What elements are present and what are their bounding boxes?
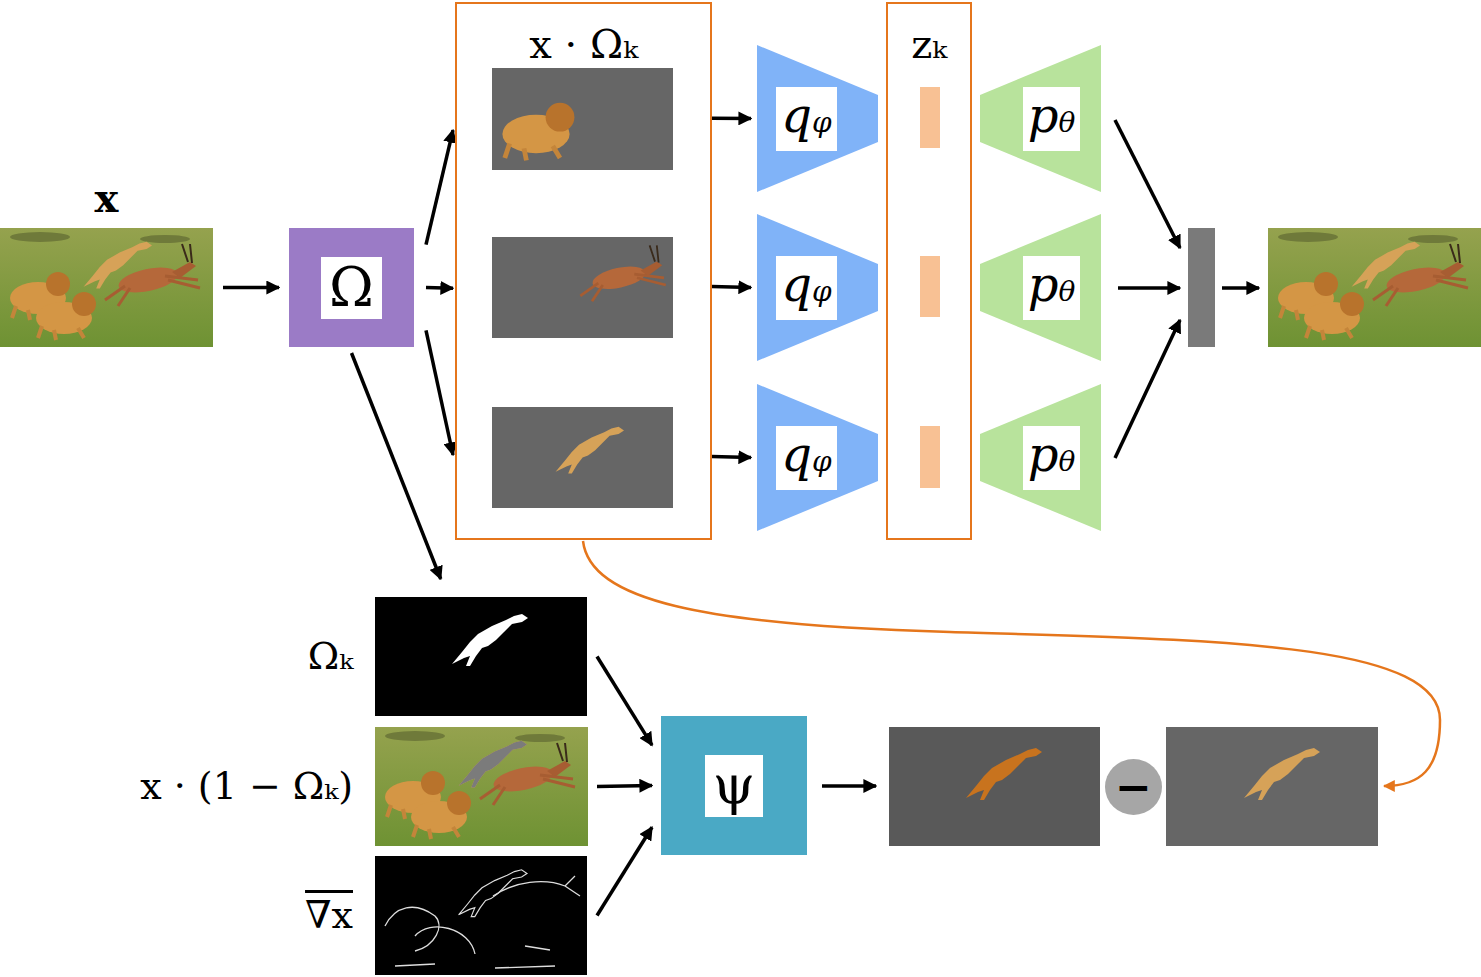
trapezoid-shape xyxy=(757,384,878,531)
node-label: x · Ωₖ xyxy=(457,20,710,68)
labeled-input-image: Ωₖ xyxy=(375,597,587,716)
psi-output-arrow xyxy=(822,784,876,788)
labeled-input-image: x · (1 − Ωₖ) xyxy=(375,727,587,846)
arrow-connector xyxy=(352,353,441,579)
node-label: x · (1 − Ωₖ) xyxy=(13,727,353,846)
node-label: pθ xyxy=(1023,256,1081,320)
node-label: ∇x xyxy=(13,856,353,975)
encoder-trapezoid: qφ xyxy=(757,384,878,531)
arrow-connector xyxy=(597,786,652,787)
node-label: Ω xyxy=(321,257,382,319)
node-label: pθ xyxy=(1023,426,1081,490)
trapezoid-shape xyxy=(757,45,878,192)
decoder-trapezoid: pθ xyxy=(980,384,1101,531)
arrow-connector xyxy=(597,827,652,915)
decoder-trapezoid: pθ xyxy=(980,45,1101,192)
node-label: qφ xyxy=(776,256,836,320)
minus-circle: − xyxy=(1105,759,1162,815)
node-label: qφ xyxy=(776,87,836,151)
arrow-connector xyxy=(712,285,751,289)
merge-arrow xyxy=(1118,286,1180,290)
group-box: x · Ωₖ xyxy=(455,2,712,540)
masked-image xyxy=(492,407,673,508)
merge-arrow xyxy=(1115,120,1180,248)
trapezoid-shape xyxy=(980,384,1101,531)
latent-bar xyxy=(920,87,940,148)
input-image: x xyxy=(0,228,213,347)
arrow-connector xyxy=(712,455,751,459)
arrow-connector xyxy=(426,130,453,245)
target-image xyxy=(1166,727,1378,846)
reconstructed-photo xyxy=(1268,228,1481,347)
predicted-image xyxy=(889,727,1100,846)
labeled-input-image: ∇x xyxy=(375,856,587,975)
arrow-connector xyxy=(223,286,279,290)
trapezoid-shape xyxy=(757,214,878,361)
node-label: Ωₖ xyxy=(13,597,353,716)
trapezoid-shape xyxy=(980,214,1101,361)
combine-bar xyxy=(1188,228,1215,347)
decoder-trapezoid: pθ xyxy=(980,214,1101,361)
node-label: − xyxy=(1115,765,1152,809)
arrow-connector xyxy=(712,116,751,120)
trapezoid-shape xyxy=(980,45,1101,192)
psi-box: ψ xyxy=(661,716,807,855)
arrow-connector xyxy=(426,286,453,290)
node-label: qφ xyxy=(776,426,836,490)
merge-arrow xyxy=(1115,320,1180,458)
node-label: x xyxy=(0,176,213,220)
masked-out-photo xyxy=(375,727,588,846)
output-arrow xyxy=(1222,286,1259,290)
node-label: pθ xyxy=(1023,87,1081,151)
node-label: zₖ xyxy=(888,20,970,68)
arrow-connector xyxy=(426,330,453,455)
latent-bar xyxy=(920,256,940,317)
edge-map-image xyxy=(375,856,587,975)
encoder-trapezoid: qφ xyxy=(757,214,878,361)
omega-box: Ω xyxy=(289,228,414,347)
input-photo xyxy=(0,228,213,347)
mask-image xyxy=(375,597,587,716)
encoder-trapezoid: qφ xyxy=(757,45,878,192)
masked-image xyxy=(492,68,673,170)
latent-bar xyxy=(920,426,940,488)
latent-group-box: zₖ xyxy=(886,2,972,540)
arrow-connector xyxy=(597,657,652,746)
masked-image xyxy=(492,237,673,338)
node-label: ψ xyxy=(705,755,763,817)
